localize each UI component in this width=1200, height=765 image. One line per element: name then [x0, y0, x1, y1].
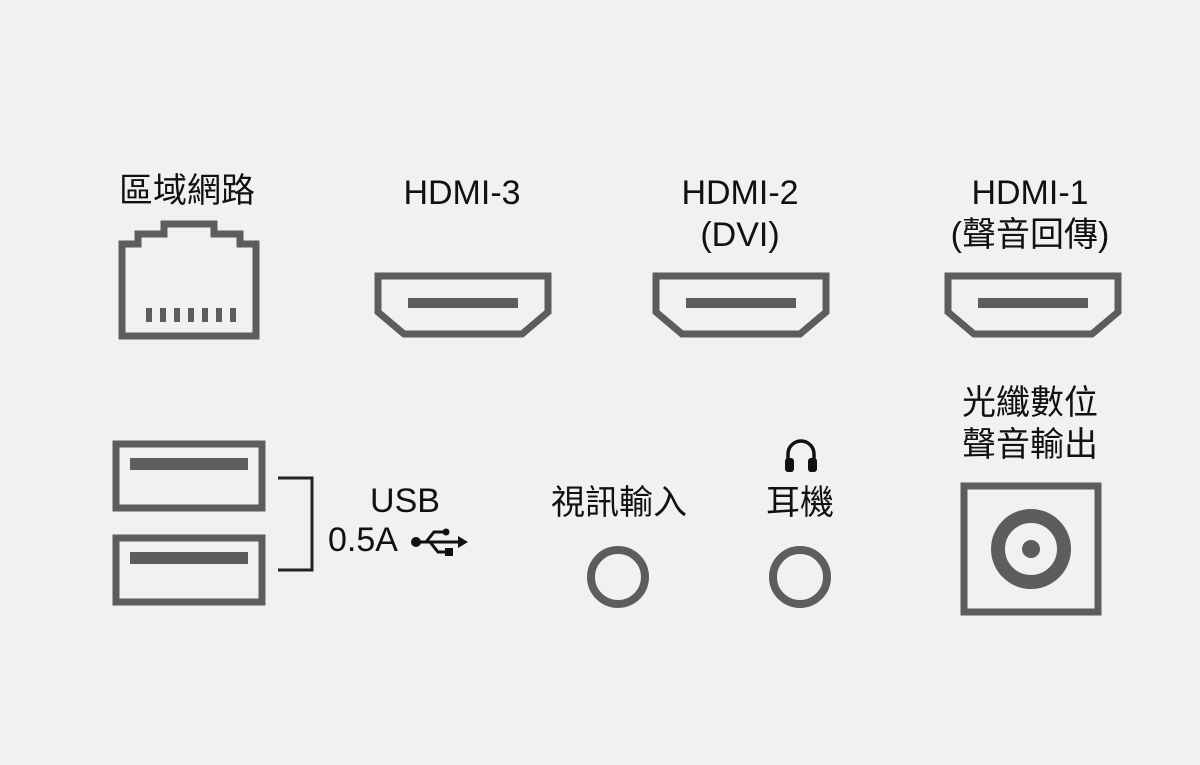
usb-symbol-icon — [411, 528, 468, 556]
optical-label: 光纖數位 聲音輸出 — [940, 382, 1120, 466]
av-jack-icon — [587, 546, 649, 608]
optical-port-icon — [960, 482, 1102, 616]
usb-bracket — [278, 476, 314, 572]
optical-label-line2: 聲音輸出 — [962, 426, 1098, 464]
hdmi2-label-line2: (DVI) — [700, 216, 780, 254]
hdmi1-label-line1: HDMI-1 — [971, 174, 1089, 212]
usb-label: USB — [370, 482, 440, 520]
video-in-label: 視訊輸入 — [551, 484, 687, 522]
usb-port-icon — [112, 440, 266, 606]
usb-current-label: 0.5A — [328, 521, 398, 559]
rj45-port-icon — [118, 220, 260, 340]
hdmi1-label: HDMI-1 (聲音回傳) — [925, 172, 1135, 256]
hdmi-port-icon — [374, 272, 552, 338]
lan-label: 區域網路 — [119, 172, 255, 210]
optical-label-line1: 光纖數位 — [962, 384, 1098, 422]
hdmi2-label: HDMI-2 (DVI) — [650, 172, 830, 256]
hdmi-port-icon — [652, 272, 830, 338]
hdmi1-label-line2: (聲音回傳) — [950, 216, 1110, 254]
hdmi-port-icon — [944, 272, 1122, 338]
headphone-jack-icon — [769, 546, 831, 608]
hdmi3-label: HDMI-3 — [403, 174, 521, 212]
headphone-icon — [785, 439, 817, 472]
headphone-label: 耳機 — [766, 484, 834, 522]
hdmi2-label-line1: HDMI-2 — [681, 174, 799, 212]
